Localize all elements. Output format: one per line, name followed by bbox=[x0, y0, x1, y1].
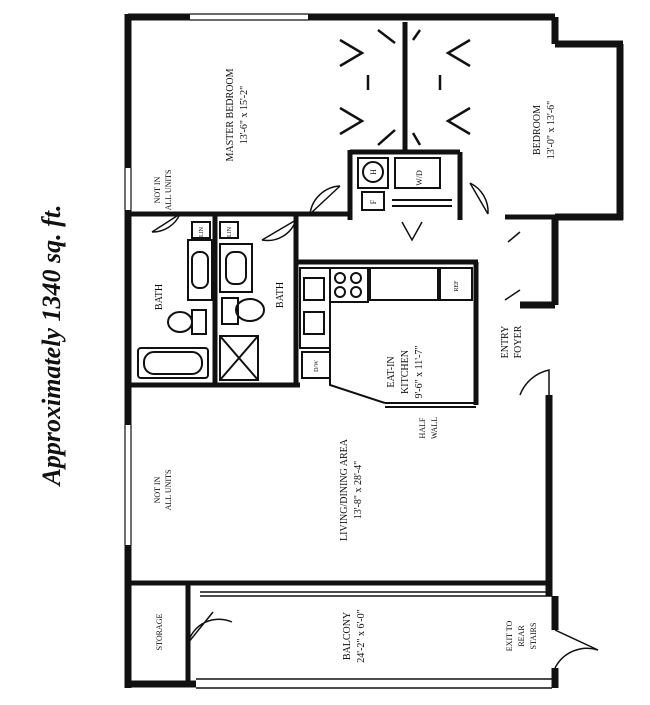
half-wall-line2: WALL bbox=[430, 417, 439, 439]
dw-tag: D/W bbox=[314, 360, 320, 372]
master-bedroom-name: MASTER BEDROOM bbox=[225, 68, 236, 161]
exit-line1: EXIT TO bbox=[505, 621, 514, 652]
bedroom-name: BEDROOM bbox=[532, 105, 543, 155]
kitchen-dims: 9'-6" x 11'-7" bbox=[414, 345, 425, 398]
master-bedroom-dims: 13'-6" x 15'-2" bbox=[239, 86, 250, 144]
storage-label: STORAGE bbox=[155, 614, 164, 651]
lin-right-tag: LIN bbox=[227, 226, 233, 237]
f-tag: F bbox=[369, 199, 378, 204]
lin-left-tag: LIN bbox=[199, 226, 205, 237]
balcony-rail bbox=[196, 591, 552, 689]
exterior-walls bbox=[124, 13, 624, 688]
balcony-name: BALCONY bbox=[342, 612, 353, 660]
wd-tag: W/D bbox=[415, 170, 424, 186]
right-bath-fixtures bbox=[219, 221, 265, 381]
laundry-closet bbox=[357, 157, 452, 211]
note-bottom-line1: NOT IN bbox=[153, 476, 162, 503]
doors bbox=[151, 182, 599, 669]
kitchen-fixtures bbox=[299, 267, 473, 404]
living-name: LIVING/DINING AREA bbox=[339, 438, 350, 541]
half-wall-line1: HALF bbox=[418, 417, 427, 438]
bath-left-label: BATH bbox=[154, 284, 165, 310]
closet-doors bbox=[339, 29, 471, 146]
note-top-line1: NOT IN bbox=[153, 176, 162, 203]
exit-line3: STAIRS bbox=[529, 623, 538, 650]
kitchen-name2: KITCHEN bbox=[400, 350, 411, 394]
h-tag: H bbox=[369, 169, 378, 175]
balcony-dims: 24'-2" x 6'-0" bbox=[356, 609, 367, 662]
note-bottom-line2: ALL UNITS bbox=[164, 470, 173, 511]
entry-line2: FOYER bbox=[513, 325, 524, 358]
note-top-line2: ALL UNITS bbox=[164, 170, 173, 211]
entry-line1: ENTRY bbox=[500, 326, 511, 359]
kitchen-name1: EAT-IN bbox=[386, 356, 397, 387]
living-dims: 13'-8" x 28'-4" bbox=[353, 461, 364, 519]
area-title: Approximately 1340 sq. ft. bbox=[37, 205, 66, 488]
bedroom-dims: 13'-0" x 13'-6" bbox=[546, 101, 557, 159]
exit-line2: REAR bbox=[517, 625, 526, 647]
left-bath-fixtures bbox=[137, 221, 213, 379]
bath-right-label: BATH bbox=[275, 282, 286, 308]
ref-tag: REF bbox=[454, 280, 460, 292]
interior-walls bbox=[128, 22, 558, 684]
